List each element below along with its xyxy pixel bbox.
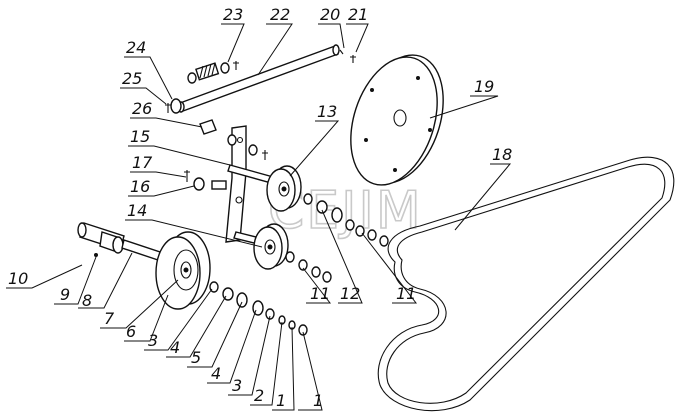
- nut: [367, 229, 377, 241]
- callout-11a: 11: [310, 284, 330, 303]
- nut: [322, 271, 332, 283]
- idler-pulley-lower: [253, 223, 289, 270]
- nut: [298, 324, 308, 336]
- callout-21: 21: [348, 5, 368, 24]
- pin: [184, 170, 190, 182]
- bearing: [316, 200, 328, 214]
- set-screw: [94, 253, 98, 257]
- cotter-pin: [165, 103, 171, 113]
- callout-22: 22: [270, 5, 290, 24]
- callout-24: 24: [126, 38, 146, 57]
- washer: [227, 134, 237, 146]
- callout-9: 9: [60, 285, 70, 304]
- callout-7: 7: [104, 309, 115, 328]
- callout-1a: 1: [276, 391, 286, 410]
- callout-11b: 11: [396, 284, 416, 303]
- leader-lines: [6, 23, 512, 411]
- callout-8: 8: [82, 291, 92, 310]
- pin: [339, 49, 356, 63]
- callout-6: 6: [126, 322, 136, 341]
- callout-2: 2: [254, 386, 264, 405]
- bearing: [236, 292, 248, 308]
- washer: [193, 177, 205, 191]
- hub-shaft: [77, 222, 161, 261]
- callout-25: 25: [122, 69, 142, 88]
- drive-belt: [377, 156, 675, 412]
- callout-10: 10: [8, 269, 28, 288]
- callout-15: 15: [130, 127, 150, 146]
- callout-23: 23: [223, 5, 243, 24]
- callout-12: 12: [340, 284, 360, 303]
- callout-13: 13: [317, 102, 337, 121]
- nut: [345, 219, 355, 231]
- nut: [311, 266, 321, 278]
- spring: [187, 61, 239, 84]
- washer: [170, 98, 182, 114]
- clip: [199, 119, 217, 135]
- callout-26: 26: [132, 99, 152, 118]
- washer: [331, 207, 343, 223]
- washer: [285, 251, 295, 263]
- drive-pulley: [155, 231, 211, 310]
- callout-14: 14: [127, 201, 147, 220]
- callout-4a: 4: [170, 338, 180, 357]
- callout-3b: 3: [232, 376, 242, 395]
- callout-19: 19: [474, 77, 494, 96]
- callout-20: 20: [320, 5, 340, 24]
- callout-16: 16: [130, 177, 150, 196]
- pin: [262, 150, 268, 160]
- disc-plate: [350, 54, 444, 186]
- washer: [265, 308, 275, 320]
- callout-17: 17: [132, 153, 153, 172]
- callout-3a: 3: [148, 331, 158, 350]
- nut: [379, 235, 389, 247]
- callout-5: 5: [191, 348, 201, 367]
- idler-pulley-upper: [266, 165, 302, 212]
- spacer: [211, 180, 227, 190]
- callout-18: 18: [492, 145, 512, 164]
- nut: [248, 144, 258, 156]
- washer: [303, 193, 313, 205]
- nut: [298, 259, 308, 271]
- callout-1b: 1: [313, 391, 323, 410]
- callout-labels: 23 22 20 21 24 25 19 26 13 15 17 16 18 1…: [8, 5, 512, 410]
- callout-4b: 4: [211, 364, 221, 383]
